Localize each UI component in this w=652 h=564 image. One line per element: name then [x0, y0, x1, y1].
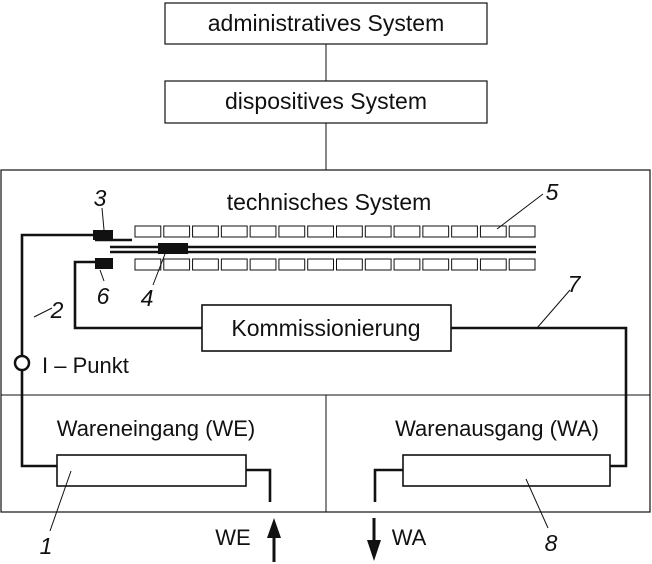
rack-cell-upper: [422, 225, 450, 238]
ref-number-3: 3: [94, 185, 107, 211]
rack-cell-upper: [393, 225, 421, 238]
leader-7: [536, 289, 571, 329]
rack-cell-lower: [393, 258, 421, 271]
transfer-element-6: [95, 258, 113, 269]
leader-8: [525, 478, 549, 529]
administrative-system-block: administratives System: [164, 2, 488, 45]
high-bay-rack: [134, 225, 536, 271]
rack-cell-lower: [192, 258, 219, 271]
goods-out-arrow-label: WA: [392, 525, 427, 550]
administrative-system-box: [164, 2, 488, 45]
goods-out-conveyor-box: [402, 454, 611, 487]
dispositive-system-box: [164, 80, 488, 124]
rack-cell-lower: [307, 258, 334, 271]
rack-cell-upper: [249, 225, 277, 238]
goods-in-arrow: [267, 518, 281, 562]
ref-number-5: 5: [546, 179, 559, 205]
goods-out-conveyor-end: [373, 468, 403, 502]
leader-5: [496, 193, 544, 230]
ref-number-2: 2: [50, 297, 64, 323]
administrative-system-label: administratives System: [208, 10, 444, 36]
goods-in-conveyor-box: [56, 454, 247, 487]
rack-cell-lower: [451, 258, 478, 271]
rack-cell-lower: [422, 258, 450, 271]
rack-cell-lower: [134, 258, 162, 271]
rack-cell-upper: [192, 225, 219, 238]
rack-cell-upper: [364, 225, 392, 238]
dispositive-system-label: dispositives System: [225, 88, 427, 114]
rack-cell-upper: [134, 225, 162, 238]
rack-cell-upper: [508, 225, 536, 238]
rack-cell-upper: [479, 225, 507, 238]
outfeed-loop-left: [73, 260, 202, 330]
infeed-conveyor-upper: [20, 233, 95, 355]
goods-out-label: Warenausgang (WA): [395, 416, 599, 441]
identification-point-marker: [13, 354, 31, 372]
dispositive-system-block: dispositives System: [164, 80, 488, 124]
leader-2: [33, 307, 53, 318]
ref-number-7: 7: [568, 271, 582, 297]
picking-box: [201, 304, 452, 352]
picking-label: Kommissionierung: [231, 315, 420, 341]
leader-3: [101, 207, 105, 231]
ref-number-1: 1: [40, 533, 53, 559]
rack-row-upper: [134, 225, 536, 238]
rack-row-lower: [134, 258, 536, 271]
leader-4: [152, 253, 166, 286]
ref-number-8: 8: [545, 530, 558, 556]
rack-cell-lower: [336, 258, 363, 271]
identification-point-label: I – Punkt: [42, 353, 129, 378]
rack-cell-upper: [336, 225, 363, 238]
ref-number-4: 4: [141, 285, 154, 311]
rack-cell-lower: [249, 258, 277, 271]
goods-out-arrowhead: [367, 540, 381, 561]
leader-1: [49, 470, 72, 532]
goods-in-arrowhead: [267, 518, 281, 538]
goods-out-arrow: [367, 518, 381, 561]
outfeed-conveyor-right: [451, 326, 628, 468]
goods-in-label: Wareneingang (WE): [57, 416, 255, 441]
rack-cell-upper: [163, 225, 191, 238]
rack-cell-lower: [220, 258, 248, 271]
leader-6: [99, 269, 105, 282]
rack-cell-lower: [479, 258, 507, 271]
goods-in-conveyor-end: [246, 468, 272, 502]
rack-cell-lower: [278, 258, 306, 271]
rack-cell-lower: [364, 258, 392, 271]
goods-in-arrow-label: WE: [215, 525, 250, 550]
rack-cell-upper: [451, 225, 478, 238]
storage-retrieval-machine-4: [158, 243, 188, 254]
infeed-conveyor-lower: [20, 371, 57, 468]
rack-cell-lower: [508, 258, 536, 271]
ref-number-6: 6: [97, 283, 110, 309]
technical-system-label: technisches System: [227, 189, 432, 215]
rack-cell-lower: [163, 258, 191, 271]
rack-cell-upper: [278, 225, 306, 238]
transfer-element-3: [93, 230, 113, 240]
rack-cell-upper: [220, 225, 248, 238]
rack-cell-upper: [307, 225, 334, 238]
picking-block: Kommissionierung: [201, 304, 452, 352]
